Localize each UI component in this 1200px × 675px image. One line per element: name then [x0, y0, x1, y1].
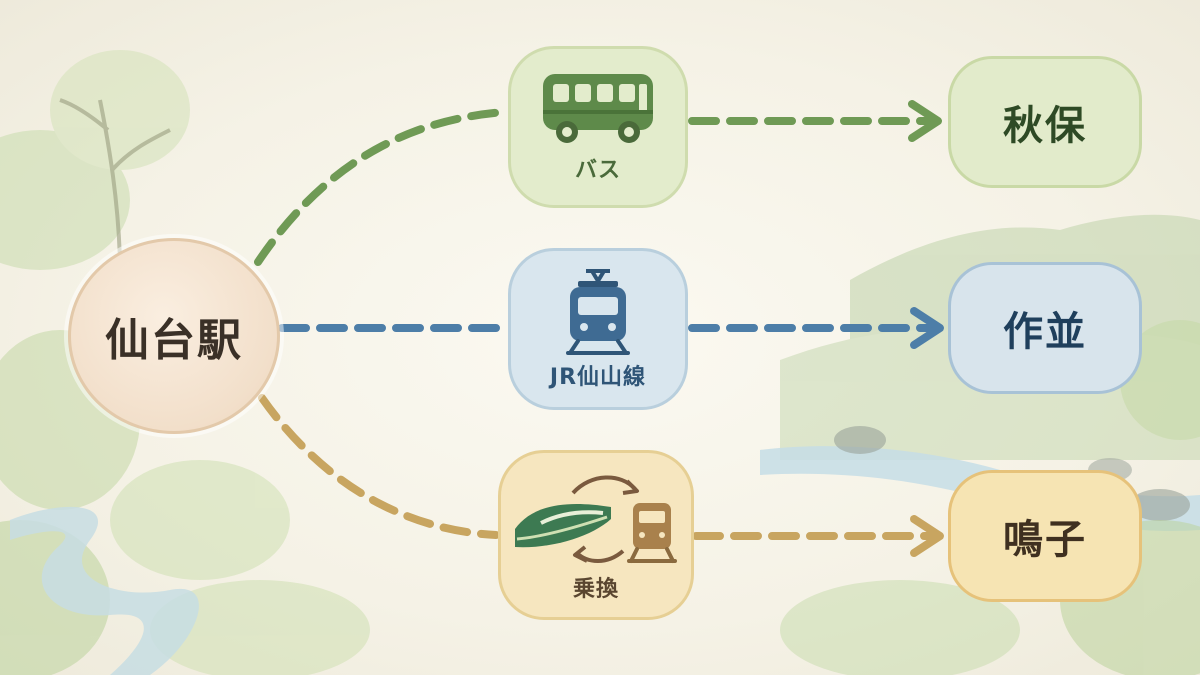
hub-transfer: 乗換 [498, 450, 694, 620]
hub-bus: バス [508, 46, 688, 208]
origin-node: 仙台駅 [68, 238, 280, 434]
destination-akiu: 秋保 [948, 56, 1142, 188]
destination-naruko: 鳴子 [948, 470, 1142, 602]
origin-label: 仙台駅 [105, 315, 243, 366]
bus-icon [543, 74, 653, 143]
destination-akiu-label: 秋保 [1003, 103, 1087, 149]
shinkansen-transfer-icon [515, 475, 677, 563]
shinkansen-icon [515, 503, 611, 548]
hub-jr: JR仙山線 [508, 248, 688, 410]
hub-bus-label: バス [574, 158, 621, 183]
arrowhead-bus [908, 100, 942, 142]
hub-transfer-label: 乗換 [572, 577, 619, 602]
destination-sakunami-label: 作並 [1003, 309, 1087, 355]
arrowhead-transfer [910, 515, 944, 557]
river-left [10, 506, 199, 675]
hub-jr-label: JR仙山線 [549, 365, 647, 390]
train-icon [566, 269, 630, 355]
tree-icon [59, 98, 171, 261]
arrowhead-jr [910, 307, 944, 349]
local-train-icon [633, 503, 671, 549]
destination-sakunami: 作並 [948, 262, 1142, 394]
route-line-bus-in [254, 108, 509, 266]
route-line-transfer-in [258, 394, 500, 539]
destination-naruko-label: 鳴子 [1003, 517, 1087, 563]
